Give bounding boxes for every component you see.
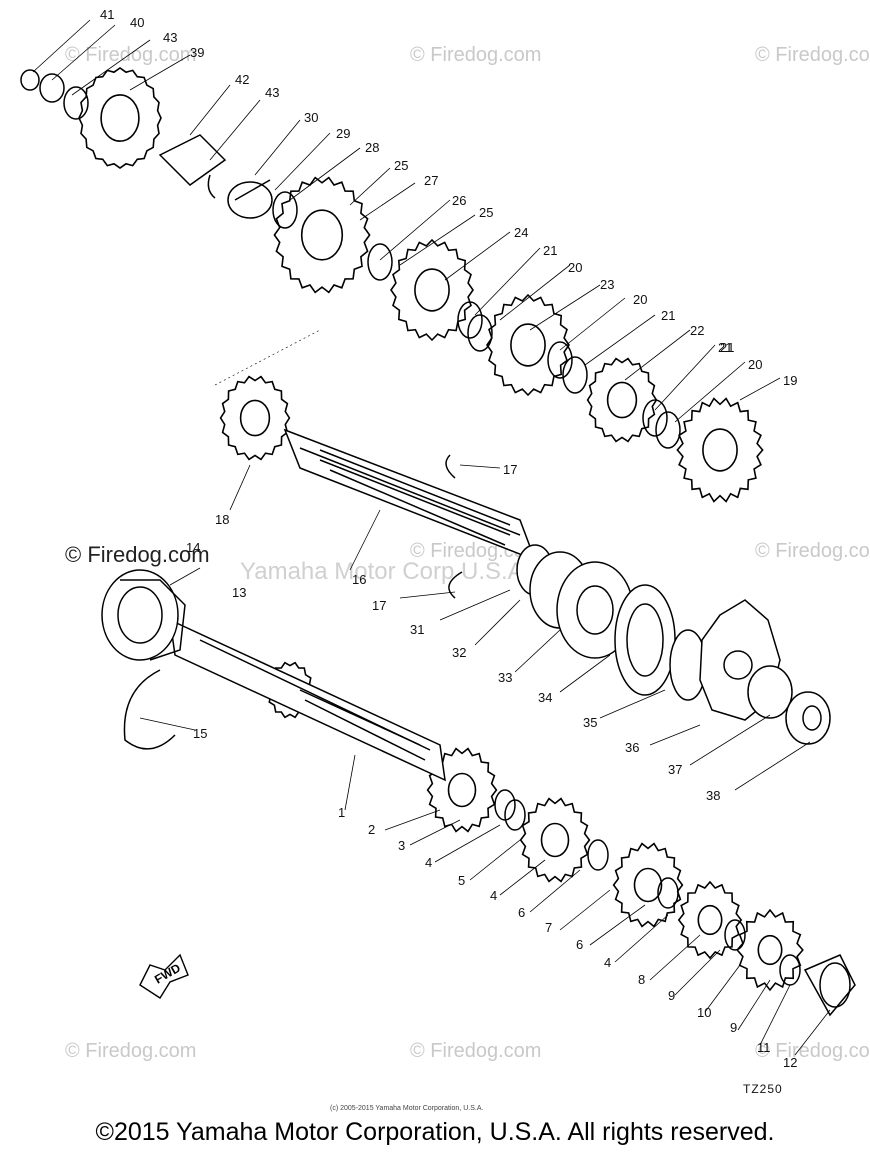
part-callout: 40 bbox=[130, 15, 145, 30]
part-callout: 2 bbox=[368, 822, 376, 837]
part-callout: 25 bbox=[479, 205, 494, 220]
part-callout: 8 bbox=[638, 972, 646, 987]
gear bbox=[78, 67, 162, 169]
footer-copyright: ©2015 Yamaha Motor Corporation, U.S.A. A… bbox=[95, 1118, 775, 1146]
part-callout: 42 bbox=[235, 72, 250, 87]
part-callout: 6 bbox=[576, 937, 584, 952]
part-callout: 11 bbox=[757, 1040, 771, 1055]
gear bbox=[219, 375, 291, 461]
part-callout: 22 bbox=[690, 323, 705, 338]
gear-hub bbox=[606, 381, 638, 419]
gear-hub bbox=[300, 209, 344, 261]
part-callout: 12 bbox=[783, 1055, 798, 1070]
part-callout: 17 bbox=[503, 462, 518, 477]
part-callout: 30 bbox=[304, 110, 319, 125]
part-callout: 20 bbox=[568, 260, 583, 275]
part-callout: 14 bbox=[186, 540, 201, 555]
part-callout: 24 bbox=[514, 225, 529, 240]
part-callout: 4 bbox=[604, 955, 612, 970]
part-callout: 5 bbox=[458, 873, 466, 888]
part-callout: 21 bbox=[718, 340, 733, 355]
gear-hub bbox=[239, 399, 271, 437]
part-callout: 7 bbox=[545, 920, 553, 935]
part-callout: 3 bbox=[398, 838, 406, 853]
part-callout: 17 bbox=[372, 598, 387, 613]
part-callout: 1 bbox=[338, 805, 346, 820]
gear-hub bbox=[414, 268, 450, 312]
part-callout: 4 bbox=[490, 888, 498, 903]
gear bbox=[426, 747, 498, 833]
part-callout: 34 bbox=[538, 690, 553, 705]
gear bbox=[486, 293, 570, 397]
watermark: © Firedog.com bbox=[65, 1040, 197, 1062]
part-callout: 20 bbox=[748, 357, 763, 372]
part-callout: 25 bbox=[394, 158, 409, 173]
part-callout: 18 bbox=[215, 512, 230, 527]
gear bbox=[273, 176, 371, 294]
part-callout: 15 bbox=[193, 726, 208, 741]
watermark: © Firedog.com bbox=[65, 44, 197, 66]
part-callout: 31 bbox=[410, 622, 425, 637]
gear-hub bbox=[702, 428, 738, 472]
part-callout: 26 bbox=[452, 193, 467, 208]
gear bbox=[676, 397, 764, 503]
gear-hub bbox=[697, 904, 723, 936]
part-callout: 9 bbox=[730, 1020, 738, 1035]
part-callout: 35 bbox=[583, 715, 598, 730]
part-callout: 21 bbox=[543, 243, 558, 258]
watermark-band: Yamaha Motor Corp U.S.A bbox=[240, 558, 524, 585]
small-copyright: (c) 2005-2015 Yamaha Motor Corporation, … bbox=[330, 1105, 484, 1112]
part-callout: 13 bbox=[232, 585, 247, 600]
part-callout: 20 bbox=[633, 292, 648, 307]
part-callout: 6 bbox=[518, 905, 526, 920]
part-callout: 23 bbox=[600, 277, 615, 292]
part-callout: 43 bbox=[265, 85, 280, 100]
fwd-arrow-icon: FWD bbox=[139, 953, 189, 999]
part-callout: 4 bbox=[425, 855, 433, 870]
part-callout: 10 bbox=[697, 1005, 712, 1020]
part-callout: 19 bbox=[783, 373, 798, 388]
part-callout: 16 bbox=[352, 572, 367, 587]
diagram-code: TZ250 bbox=[743, 1082, 783, 1096]
part-callout: 27 bbox=[424, 173, 439, 188]
part-callout: 21 bbox=[661, 308, 676, 323]
part-callout: 43 bbox=[163, 30, 178, 45]
gear bbox=[612, 842, 684, 928]
part-callout: 37 bbox=[668, 762, 683, 777]
part-callout: 41 bbox=[100, 7, 115, 22]
gear bbox=[390, 238, 474, 342]
gear-hub bbox=[510, 323, 546, 367]
part-callout: 29 bbox=[336, 126, 351, 141]
part-callout: 28 bbox=[365, 140, 380, 155]
gear-hub bbox=[633, 867, 663, 903]
part-callout: 39 bbox=[190, 45, 205, 60]
watermark: © Firedog.com bbox=[755, 1040, 870, 1062]
watermark: © Firedog.com bbox=[755, 44, 870, 66]
part-callout: 33 bbox=[498, 670, 513, 685]
part-callout: 9 bbox=[668, 988, 676, 1003]
part-callout: 38 bbox=[706, 788, 721, 803]
watermark: © Firedog.com bbox=[65, 542, 210, 567]
gear-hub bbox=[757, 934, 783, 966]
watermark: © Firedog.com bbox=[410, 1040, 542, 1062]
watermark: © Firedog.com bbox=[410, 44, 542, 66]
gear bbox=[736, 908, 804, 992]
part-callout: 32 bbox=[452, 645, 467, 660]
watermark: © Firedog.com bbox=[755, 540, 870, 562]
part-callout: 21 bbox=[720, 340, 735, 355]
gear-hub bbox=[447, 772, 477, 808]
gear-hub bbox=[540, 822, 570, 858]
part-callout: 36 bbox=[625, 740, 640, 755]
gear bbox=[586, 357, 658, 443]
gear bbox=[519, 797, 591, 883]
gear-hub bbox=[100, 94, 140, 142]
